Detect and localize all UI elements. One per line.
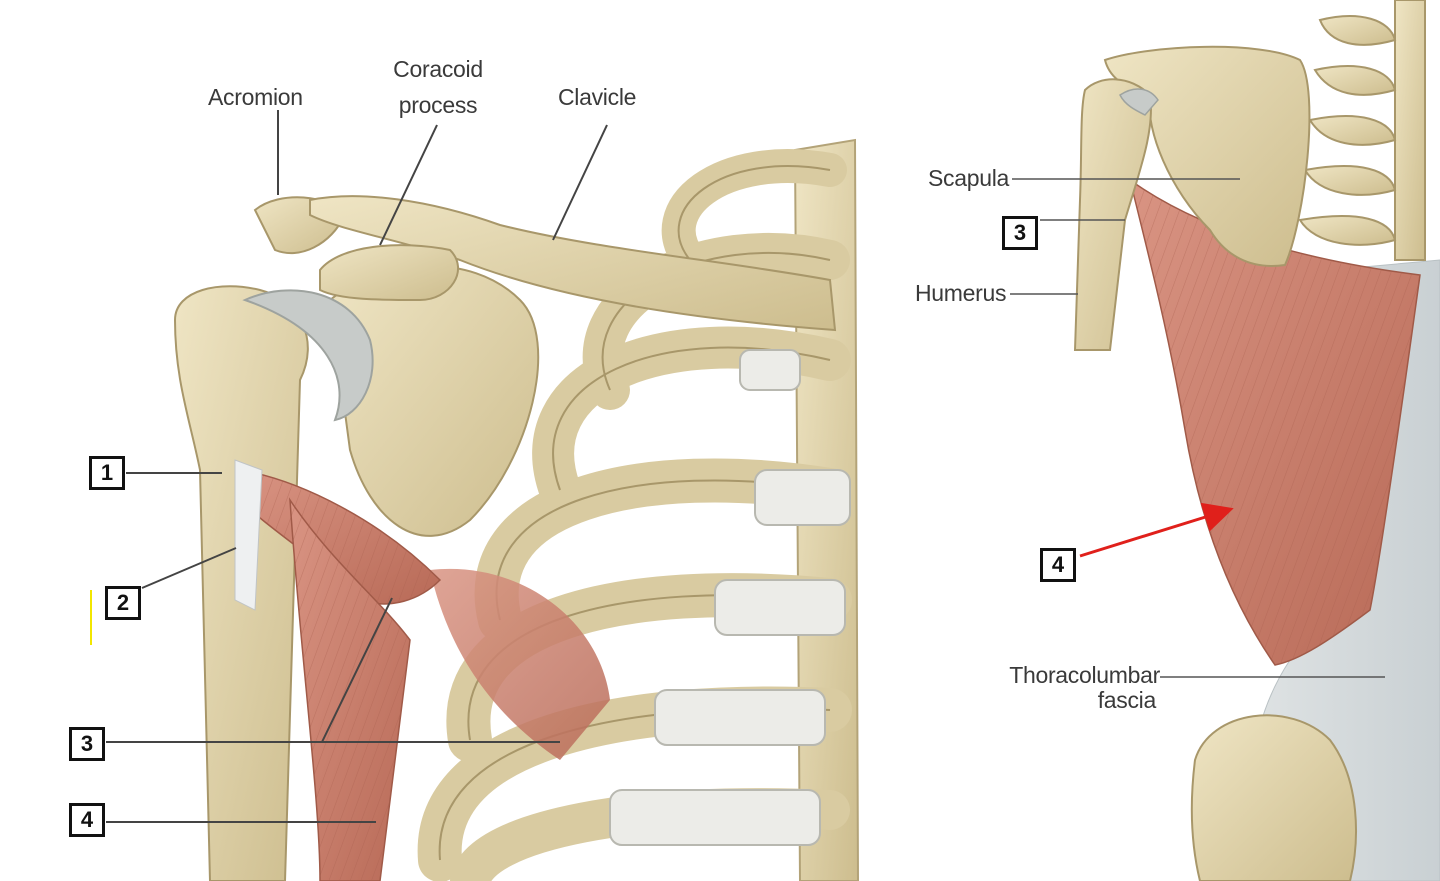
glenoid-cartilage: [242, 289, 374, 422]
serratus-muscle: [430, 568, 610, 760]
marker-1: 1: [89, 456, 125, 490]
leader-lines-right: [1010, 178, 1385, 678]
muscle-fibers-right: [1130, 180, 1420, 665]
leader-lines-left: [106, 110, 608, 823]
marker-2: 2: [105, 586, 141, 620]
thoracolumbar-label-line2: fascia: [1097, 687, 1157, 714]
marker-4-left: 4: [69, 803, 105, 837]
marker-3-right: 3: [1002, 216, 1038, 250]
scapula-label: Scapula: [928, 165, 1010, 191]
muscle-fibers-left: [240, 470, 440, 881]
humerus-label: Humerus: [915, 280, 1007, 306]
red-arrow: [1079, 502, 1234, 558]
left-panel-illustration: [90, 110, 860, 881]
coracoid-label-line2: process: [398, 91, 478, 118]
right-panel-illustration: [1010, 0, 1440, 881]
tendon: [234, 459, 263, 611]
coracoid: [319, 244, 460, 302]
thoracolumbar-fascia-label: Thoracolumbar fascia: [1000, 662, 1160, 714]
coracoid-label-line1: Coracoid: [393, 56, 483, 82]
shoulder-joint-cartilage: [1119, 88, 1159, 116]
clavicle-label: Clavicle: [558, 84, 637, 110]
coracoid-process-label: Coracoid process: [388, 52, 488, 123]
iliac-crest: [1190, 714, 1357, 881]
marker-4-right: 4: [1040, 548, 1076, 582]
acromion-label: Acromion: [208, 84, 303, 110]
thoracolumbar-label-line1: Thoracolumbar: [1009, 662, 1160, 688]
costal-cartilages: [609, 349, 851, 846]
marker-3-left: 3: [69, 727, 105, 761]
vertebral-column: [1298, 0, 1426, 261]
